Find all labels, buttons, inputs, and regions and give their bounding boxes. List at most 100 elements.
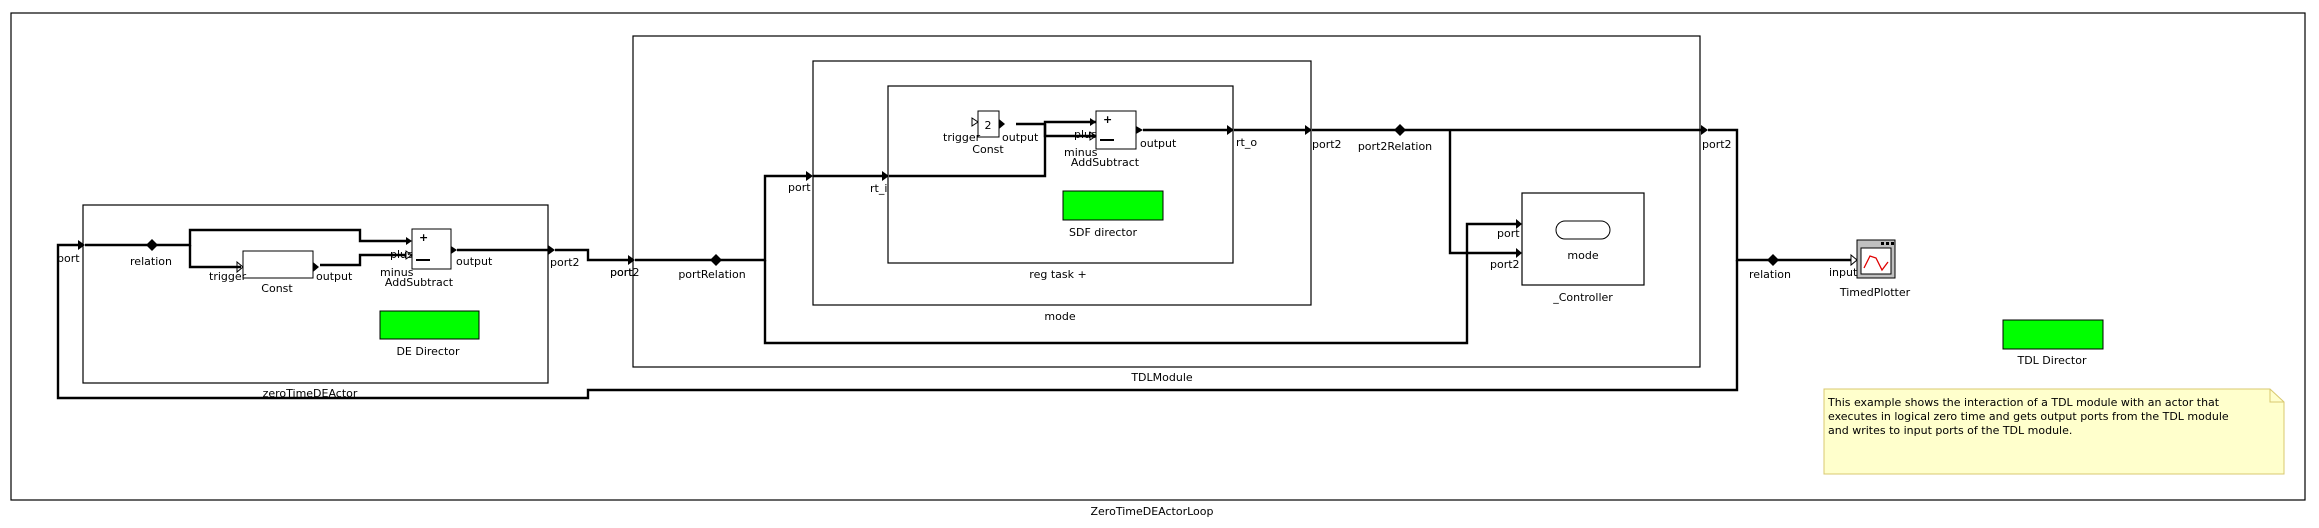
wire	[85, 228, 406, 247]
minus-port-icon	[1089, 131, 1097, 141]
timed-plotter[interactable]: input TimedPlotter	[1829, 239, 1911, 299]
rt-i-port-icon[interactable]	[882, 171, 889, 181]
note-box	[1823, 388, 2285, 475]
port-in-icon[interactable]	[78, 240, 85, 250]
diagram-title: ZeroTimeDEActorLoop	[1091, 505, 1214, 518]
plotter-button-icon	[1881, 242, 1884, 245]
tdl-port-in-label: port	[610, 266, 633, 279]
right-relation-label: relation	[1749, 268, 1791, 281]
note-fold-icon	[2269, 389, 2284, 403]
zero-time-de-actor[interactable]: zeroTimeDEActor port relation trigger ou…	[57, 204, 580, 400]
plotter-name-label: TimedPlotter	[1839, 286, 1911, 299]
trigger-port-icon	[236, 260, 244, 274]
const-trigger-label: trigger	[209, 270, 247, 283]
note-line: This example shows the interaction of a …	[1827, 396, 2220, 409]
plotter-screen-icon	[1860, 247, 1892, 275]
minus-port-icon	[405, 250, 413, 260]
zero-time-de-actor-label: zeroTimeDEActor	[263, 387, 358, 400]
tdl-director[interactable]	[2002, 319, 2104, 350]
wire	[555, 248, 628, 262]
reg-task-label: reg task +	[1029, 268, 1086, 281]
relation-diamond-icon[interactable]	[1767, 254, 1779, 266]
wire	[889, 120, 1096, 178]
controller-port-label: port	[1497, 227, 1520, 240]
sdf-director[interactable]	[1062, 190, 1164, 221]
plotter-button-icon	[1891, 242, 1894, 245]
tdl-module-label: TDLModule	[1130, 371, 1193, 384]
const-actor[interactable]	[242, 250, 314, 279]
port2-relation-label: port2Relation	[1358, 140, 1432, 153]
tdl-port-out-label: port2	[1702, 138, 1732, 151]
wire	[1448, 130, 1516, 255]
port-in-icon[interactable]	[628, 255, 635, 265]
tdl-director-label: TDL Director	[2016, 354, 2086, 367]
const-value: 2	[985, 119, 992, 132]
controller-state-label: mode	[1567, 249, 1598, 262]
tdl-module-frame	[632, 35, 1701, 368]
rt-o-port-icon[interactable]	[1227, 125, 1234, 135]
controller-port2-icon[interactable]	[1516, 248, 1522, 258]
plus-icon: +	[419, 231, 428, 244]
tdl-module[interactable]: TDLModule port portRelation mode port re…	[610, 35, 1732, 384]
zero-time-de-actor-frame	[82, 204, 549, 384]
wire	[1708, 128, 1851, 262]
task-addsub-output-label: output	[1140, 137, 1177, 150]
plus-port-icon	[1090, 118, 1096, 126]
task-const-trigger-label: trigger	[943, 131, 981, 144]
const-output-label: output	[316, 270, 353, 283]
addsub-output-label: output	[456, 255, 493, 268]
output-port-icon	[1136, 126, 1143, 134]
output-port-icon	[313, 262, 319, 272]
task-addsub-name-label: AddSubtract	[1071, 156, 1140, 169]
annotation-note[interactable]: This example shows the interaction of a …	[1823, 388, 2285, 475]
mode-label: mode	[1044, 310, 1075, 323]
task-addsub-plus-label: plus	[1074, 128, 1097, 141]
controller-port-icon[interactable]	[1516, 219, 1522, 229]
port-out-icon[interactable]	[1305, 125, 1312, 135]
mode-port-out-label: port2	[1312, 138, 1342, 151]
output-port-icon	[999, 119, 1005, 129]
wire	[763, 222, 1516, 345]
note-line: executes in logical zero time and gets o…	[1828, 410, 2229, 423]
rt-i-label: rt_i	[870, 182, 887, 195]
outer-frame	[10, 12, 2306, 501]
state-mode-node[interactable]	[1555, 220, 1611, 240]
const-name-label: Const	[261, 282, 293, 295]
plotter-button-icon	[1886, 242, 1889, 245]
addsub-plus-label: plus	[390, 248, 413, 261]
mode-port-in-label: port	[788, 181, 811, 194]
trigger-port-icon	[971, 117, 979, 127]
port-out-icon[interactable]	[548, 245, 555, 255]
feedback-wire	[56, 243, 1739, 400]
port-in-icon[interactable]	[806, 171, 813, 181]
output-port-icon	[451, 246, 457, 254]
addsubtract-actor[interactable]	[411, 228, 452, 270]
relation-diamond-icon[interactable]	[1394, 124, 1406, 136]
left-relation-label: relation	[130, 255, 172, 268]
wire	[320, 253, 406, 267]
addsub-name-label: AddSubtract	[385, 276, 454, 289]
rt-o-label: rt_o	[1236, 136, 1257, 149]
port-out-icon[interactable]	[1701, 125, 1708, 135]
task-addsub-minus-label: minus	[1064, 146, 1098, 159]
de-director-label: DE Director	[396, 345, 460, 358]
controller-label: _Controller	[1552, 291, 1613, 304]
wire	[1043, 124, 1096, 138]
controller-frame[interactable]	[1521, 192, 1645, 286]
plus-port-icon	[406, 237, 412, 245]
note-line: and writes to input ports of the TDL mod…	[1828, 424, 2072, 437]
plotter-input-port-icon	[1850, 253, 1858, 267]
wire	[635, 174, 806, 262]
controller-port2-label: port2	[1490, 258, 1520, 271]
task-const-output-label: output	[1002, 131, 1039, 144]
plotter-signal-icon	[1863, 255, 1889, 272]
mode-frame[interactable]	[812, 60, 1312, 306]
left-port-out-label: port2	[550, 256, 580, 269]
de-director[interactable]	[379, 310, 480, 340]
addsubtract-actor[interactable]	[1095, 110, 1137, 150]
reg-task-frame[interactable]	[887, 85, 1234, 264]
outer-port-label: port2	[610, 266, 640, 279]
plotter-input-label: input	[1829, 266, 1858, 279]
sdf-director-label: SDF director	[1069, 226, 1137, 239]
